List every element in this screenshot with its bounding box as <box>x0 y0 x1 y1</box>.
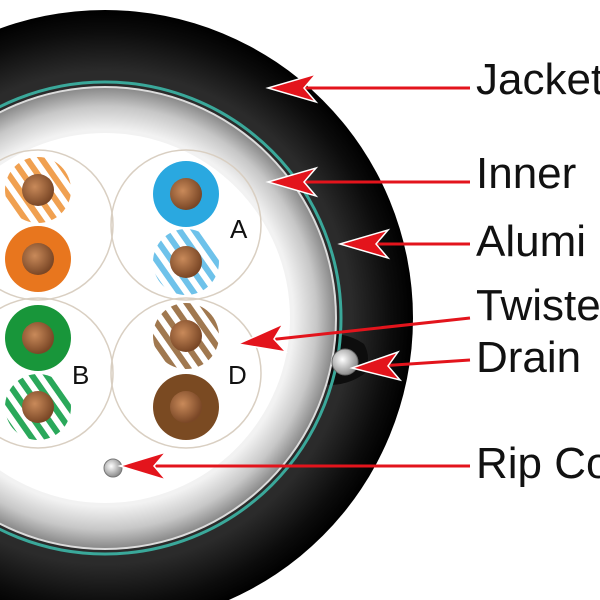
label-rip-cord: Rip Co <box>476 439 600 488</box>
pair-b-green-wire <box>5 305 71 371</box>
arrow-jacket <box>265 72 470 104</box>
arrow-aluminum <box>337 228 470 260</box>
pair-outline-c <box>0 149 114 301</box>
label-inner: Inner <box>476 149 577 198</box>
pair-d-brown-wire <box>153 374 219 440</box>
pair-label-a: A <box>230 214 248 244</box>
arrow-rip-cord <box>117 450 470 482</box>
drain-wire <box>331 348 359 376</box>
pair-outline-d <box>110 297 262 449</box>
label-aluminum: Alumi <box>476 217 587 266</box>
pair-c-orange-wire <box>5 226 71 292</box>
arrow-drain <box>349 350 471 382</box>
aluminum-foil-shield <box>0 80 343 556</box>
pair-outline-a <box>110 149 262 301</box>
label-twisted: Twiste <box>476 281 600 330</box>
pair-label-d: D <box>228 360 247 390</box>
pair-d-brown-white-wire <box>153 303 219 369</box>
arrow-twisted <box>235 316 471 354</box>
label-jacket: Jacket <box>476 55 600 104</box>
pair-b-green-white-wire <box>5 374 71 440</box>
pair-label-b: B <box>72 360 89 390</box>
label-drain: Drain <box>476 333 582 382</box>
arrow-inner <box>265 166 470 198</box>
pair-c-orange-white-wire <box>5 157 71 223</box>
pair-a-blue-wire <box>153 161 219 227</box>
pair-a-blue-white-wire <box>153 229 219 295</box>
rip-cord <box>103 458 123 478</box>
pair-outline-b <box>0 297 114 449</box>
